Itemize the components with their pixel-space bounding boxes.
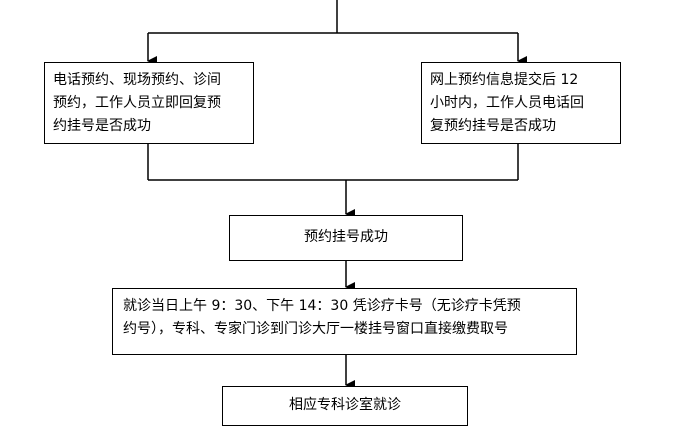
visit-box-line-1: 就诊当日上午 9：30、下午 14：30 凭诊疗卡号（无诊疗卡凭预 — [123, 298, 521, 314]
left-box-line-2: 预约，工作人员立即回复预 — [53, 95, 221, 111]
right-box-line-2: 小时内，工作人员电话回 — [430, 95, 584, 111]
online-booking-box: 网上预约信息提交后 12 小时内，工作人员电话回 复预约挂号是否成功 — [421, 62, 621, 144]
clinic-visit-text: 相应专科诊室就诊 — [289, 397, 401, 413]
left-box-line-3: 约挂号是否成功 — [53, 118, 151, 134]
right-box-line-3: 复预约挂号是否成功 — [430, 118, 556, 134]
booking-success-text: 预约挂号成功 — [304, 229, 388, 245]
left-box-line-1: 电话预约、现场预约、诊间 — [53, 72, 221, 88]
visit-box-line-2: 约号），专科、专家门诊到门诊大厅一楼挂号窗口直接缴费取号 — [123, 321, 508, 337]
clinic-visit-box: 相应专科诊室就诊 — [222, 386, 468, 426]
right-box-line-1: 网上预约信息提交后 12 — [430, 72, 579, 88]
phone-onsite-booking-box: 电话预约、现场预约、诊间 预约，工作人员立即回复预 约挂号是否成功 — [44, 62, 254, 144]
visit-day-instructions-box: 就诊当日上午 9：30、下午 14：30 凭诊疗卡号（无诊疗卡凭预 约号），专科… — [112, 288, 577, 355]
booking-success-box: 预约挂号成功 — [229, 215, 463, 261]
